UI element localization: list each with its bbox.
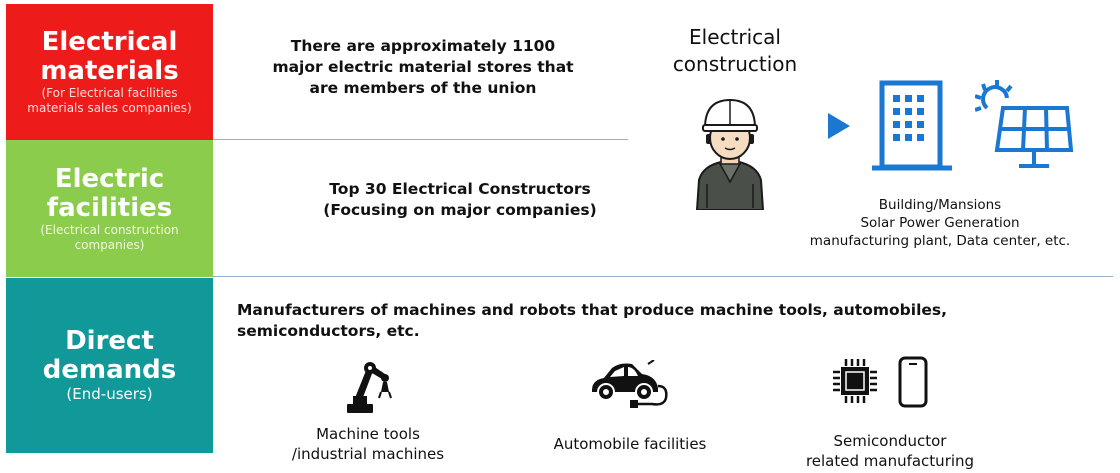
robot-arm-icon [347, 362, 392, 413]
direct-demands-subtitle: (End-users) [66, 385, 153, 403]
direct-demands-box: Direct demands (End-users) [6, 278, 213, 453]
smartphone-icon [898, 356, 928, 408]
divider-line-1 [213, 139, 628, 140]
chip-icon [833, 359, 877, 403]
target-building: Building/Mansions [878, 197, 1002, 213]
arrow-right-icon [828, 113, 850, 139]
end-user-semiconductor: Semiconductor related manufacturing [770, 431, 1010, 471]
electric-facilities-subtitle: (Electrical construction companies) [40, 222, 179, 252]
solar-panel-icon [975, 80, 1074, 168]
target-solar: Solar Power Generation [860, 215, 1020, 231]
target-plant: manufacturing plant, Data center, etc. [809, 233, 1071, 249]
building-icon [872, 80, 952, 171]
electric-facilities-box: Electric facilities (Electrical construc… [6, 140, 213, 277]
electrical-materials-box: Electrical materials (For Electrical fac… [6, 4, 213, 140]
automobile-label-line1: Automobile facilities [553, 435, 707, 453]
electrical-materials-title: Electrical materials [40, 27, 179, 86]
construction-worker-icon [695, 98, 765, 210]
car-icon [592, 360, 668, 408]
direct-demands-description: Manufacturers of machines and robots tha… [237, 301, 948, 340]
semiconductor-label-line2: related manufacturing [805, 452, 975, 470]
end-user-automobile: Automobile facilities [520, 434, 740, 454]
electric-facilities-title: Electric facilities [46, 163, 173, 223]
machine-tools-label-line2: /industrial machines [291, 445, 445, 463]
divider-line-2 [213, 276, 1113, 277]
semiconductor-label-line1: Semiconductor [833, 432, 947, 450]
direct-demands-title: Direct demands [42, 326, 177, 385]
machine-tools-label-line1: Machine tools [316, 425, 420, 443]
electrical-materials-subtitle: (For Electrical facilities materials sal… [27, 86, 192, 115]
electrical-materials-description: There are approximately 1100 major elect… [272, 37, 574, 97]
construction-targets: Building/Mansions Solar Power Generation… [790, 196, 1090, 250]
end-user-machine-tools: Machine tools /industrial machines [268, 424, 468, 464]
electric-facilities-description: Top 30 Electrical Constructors (Focusing… [323, 180, 597, 219]
electrical-construction-label: Electrical construction [672, 25, 798, 76]
